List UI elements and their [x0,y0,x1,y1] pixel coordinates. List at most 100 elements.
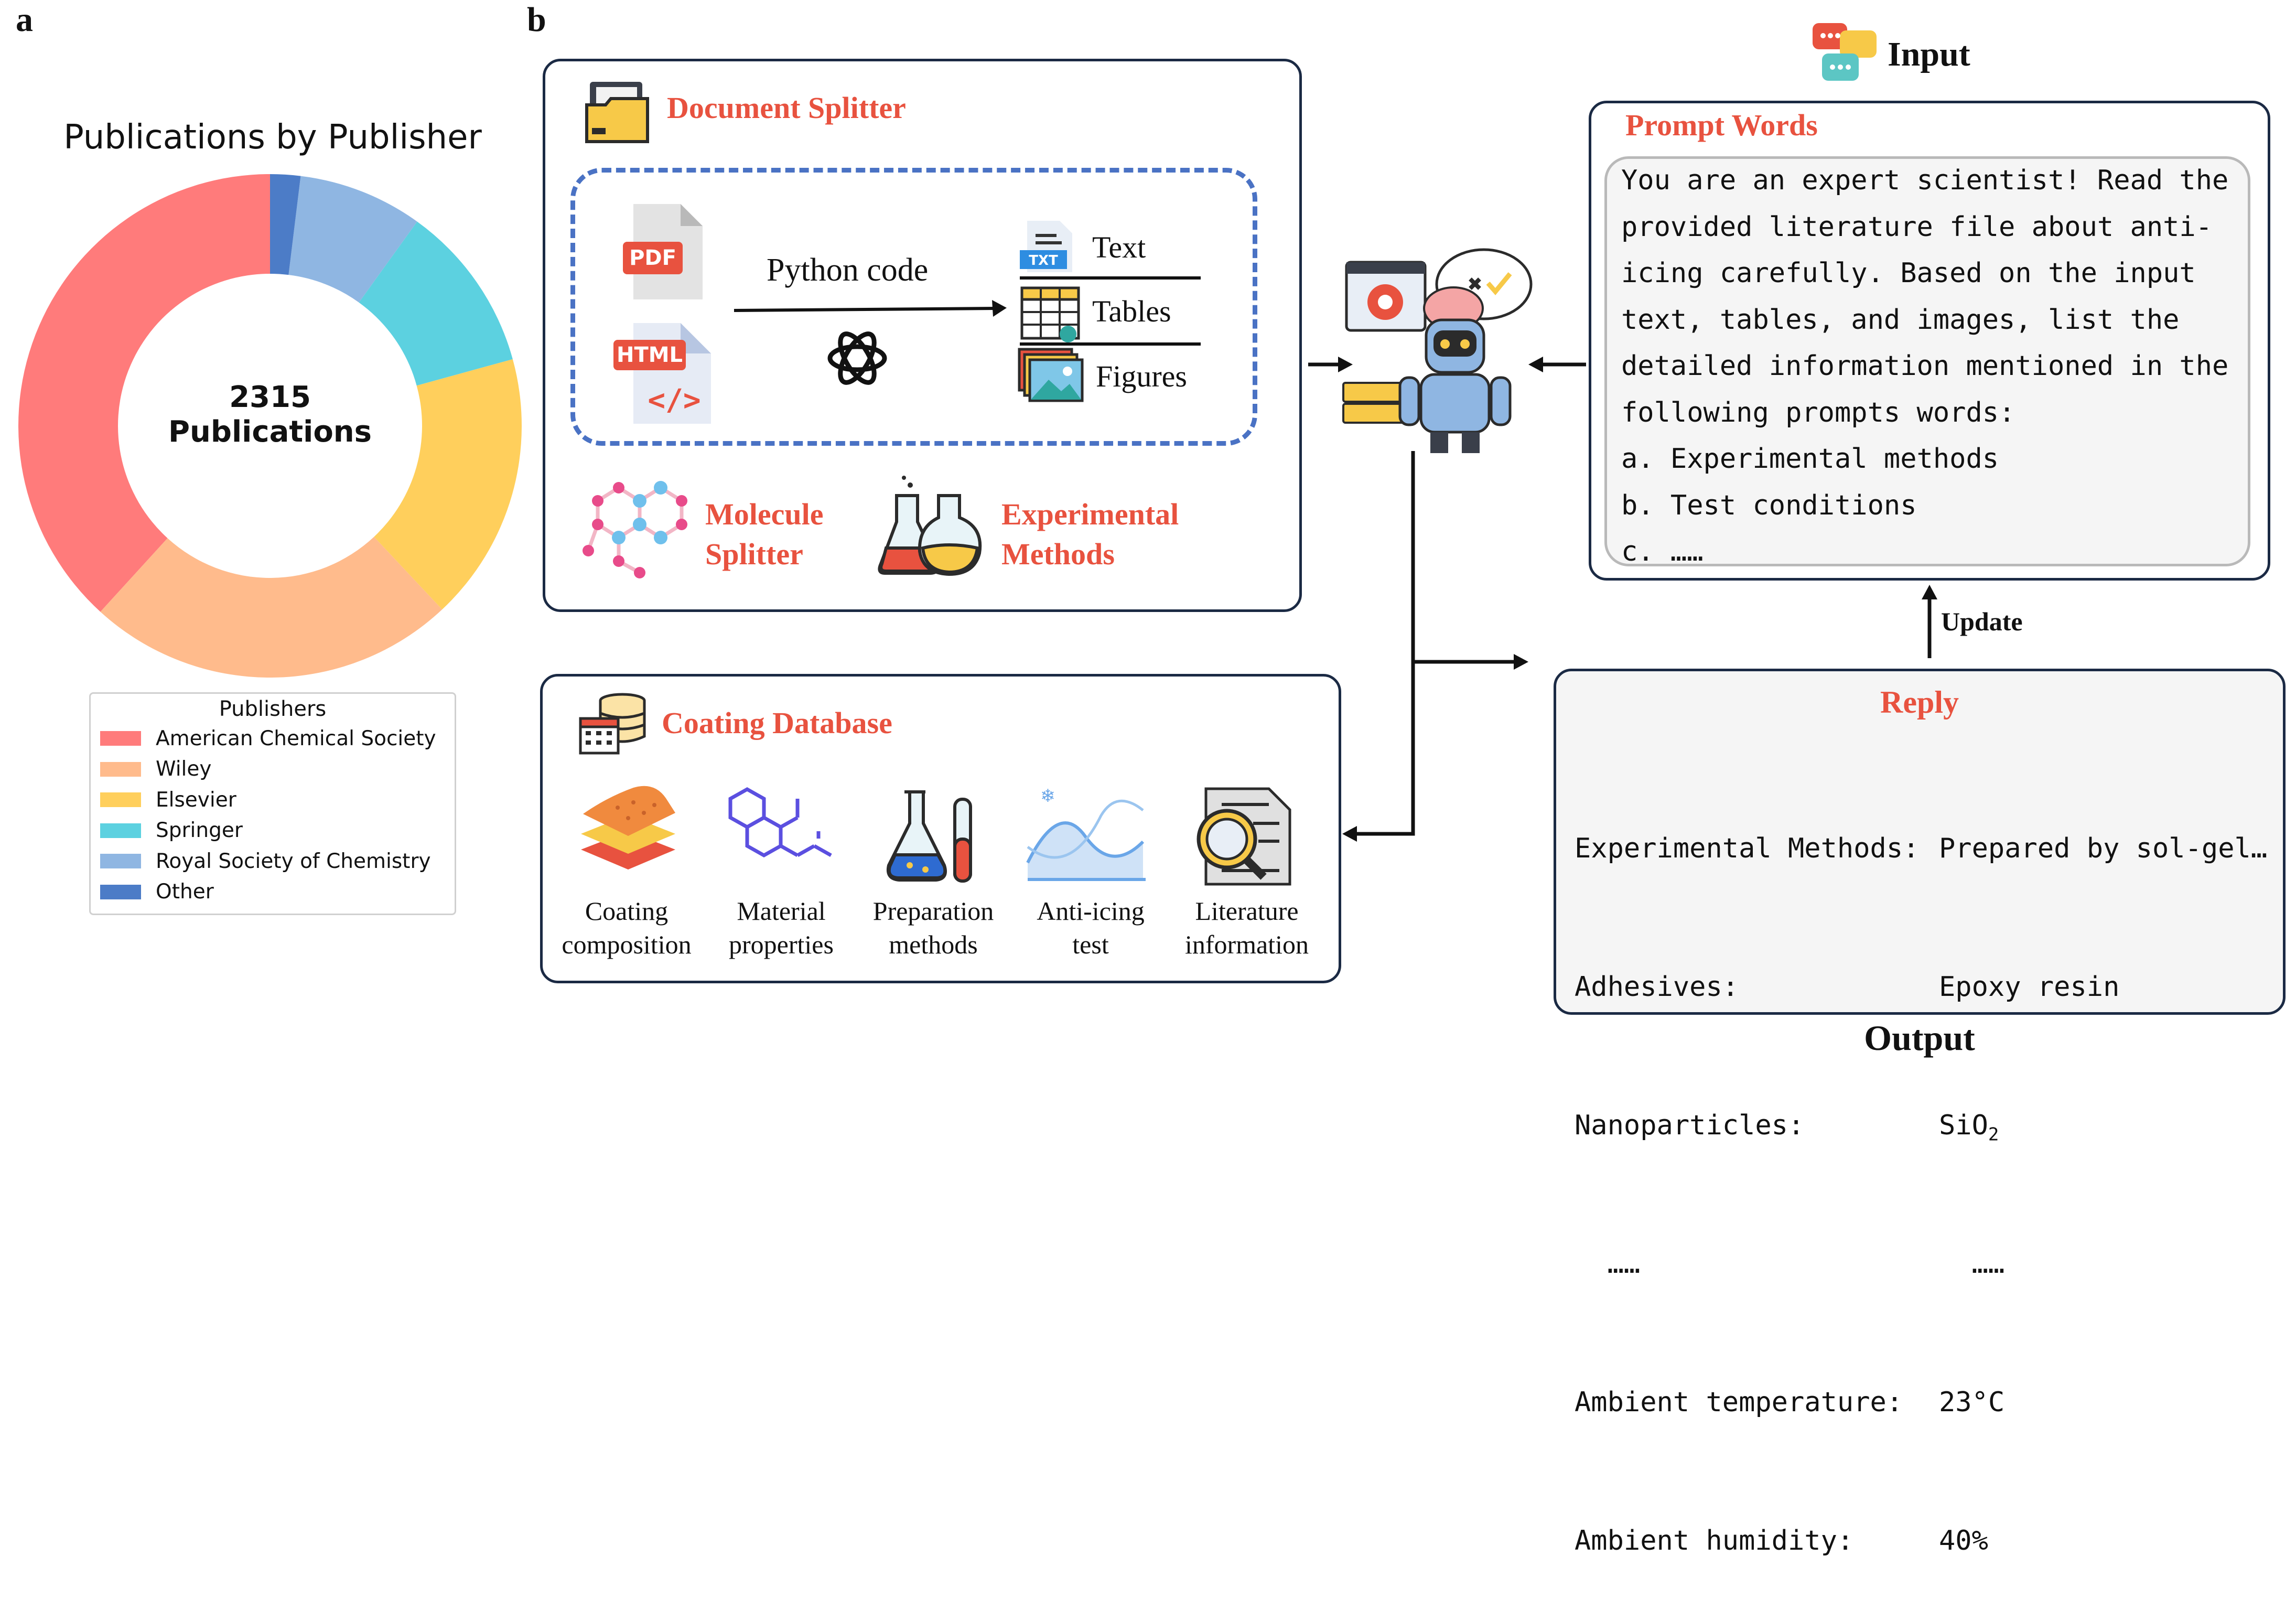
legend-swatch [100,792,141,808]
donut-slice-royal-society-of-chemistry [288,176,417,303]
db-item-0-line1: Coating [585,896,669,926]
reply-row: Ambient temperature:23°C [1575,1379,2277,1425]
legend-title: Publishers [219,697,327,721]
literature-magnifier-icon [1196,787,1291,886]
chart-title: Publications by Publisher [63,118,482,157]
reply-row: Experimental Methods: Prepared by sol-gel… [1575,825,2277,872]
chemical-structure-icon [728,787,832,858]
experimental-methods-line1: Experimental [1001,497,1179,531]
prompt-words-title: Prompt Words [1625,108,1818,142]
reply-row: Adhesives: Epoxy resin [1575,964,2277,1010]
legend-label: Wiley [156,757,212,781]
donut-chart [18,174,522,678]
molecule-splitter-line2: Splitter [705,537,803,571]
document-splitter-title: Document Splitter [667,91,906,125]
pdf-file-icon: PDF [623,204,703,299]
reply-key: Adhesives: [1575,971,1739,1003]
legend-item: Other [91,877,455,908]
panel-letter-b: b [527,1,546,39]
file-processing-dashed-box [570,168,1257,446]
folder-icon [585,82,649,143]
db-item-1-line1: Material [737,896,826,926]
donut-slice-springer [359,221,513,386]
txt-badge-text: TXT [1029,253,1058,269]
reply-row: Ambient humidity:40% [1575,1518,2277,1564]
reply-row: Nanoparticles:SiO2 [1575,1102,2277,1149]
output-tables-label: Tables [1092,294,1171,328]
reply-value: Epoxy resin [1939,971,2120,1003]
reply-value: Prepared by sol-gel… [1939,833,2268,864]
output-text-label: Text [1092,230,1146,264]
legend-item: Springer [91,815,455,846]
panel-letter-a: a [16,1,33,39]
db-item-literature-information: Literature information [1168,894,1325,961]
reply-key: Experimental Methods: [1575,833,1920,864]
output-label: Output [1864,1018,1975,1058]
flasks-icon [878,476,982,576]
db-item-1-line2: properties [729,930,834,959]
prompt-line: following prompts words: [1621,396,2015,428]
donut-slice-wiley [100,536,443,678]
legend-label: American Chemical Society [156,726,436,750]
python-arrow [734,300,1007,317]
lab-glassware-icon [887,790,972,883]
reply-row: …… …… [1575,1241,2277,1287]
prompt-line: c. …… [1621,536,1704,567]
legend-swatch [100,884,141,899]
reply-content: Experimental Methods: Prepared by sol-gel… [1575,733,2277,1610]
legend-label: Royal Society of Chemistry [156,849,431,873]
chat-bubbles-icon [1813,23,1877,81]
donut-center-label: 2315 Publications [113,380,427,449]
prompt-line: You are an expert scientist! Read the [1621,165,2229,196]
prompt-text-area [1604,156,2250,566]
coating-database-title: Coating Database [662,706,892,740]
db-item-material-properties: Material properties [703,894,860,961]
donut-slice-other [270,174,301,275]
image-gallery-icon [1018,348,1084,402]
db-item-4-line2: information [1184,930,1309,959]
database-calendar-icon [579,693,646,755]
html-code-glyph: </> [648,383,700,417]
flow-arrows [1308,357,1937,842]
donut-center-caption: Publications [168,415,372,449]
prompt-line: provided literature file about anti- [1621,211,2213,243]
prompt-line: detailed information mentioned in the [1621,350,2229,382]
legend-item: American Chemical Society [91,723,455,754]
db-item-3-line1: Anti-icing [1037,896,1145,926]
reply-value: …… [1939,1248,2005,1280]
prompt-line: a. Experimental methods [1621,443,1999,475]
legend-swatch [100,731,141,746]
reply-key: Ambient temperature: [1575,1387,1903,1418]
reply-subscript: 2 [1988,1124,1999,1145]
reply-box [1554,669,2286,1015]
icing-wave-chart-icon: ❄ [1026,786,1146,881]
divider-line-2 [1020,342,1201,346]
legend-swatch [100,761,141,777]
html-badge-text: HTML [617,343,683,367]
experimental-methods-label: Experimental Methods [1001,495,1179,574]
divider-line-1 [1020,276,1201,280]
prompt-line: b. Test conditions [1621,489,1917,521]
pdf-badge-text: PDF [629,246,676,270]
layers-icon [581,786,675,870]
reply-value: 40% [1939,1525,1988,1557]
svg-text:❄: ❄ [1040,786,1055,807]
input-label: Input [1888,35,1970,73]
molecule-splitter-label: Molecule Splitter [705,495,823,574]
legend-item: Royal Society of Chemistry [91,846,455,877]
txt-file-icon: TXT [1020,221,1072,272]
db-item-3-line2: test [1072,930,1109,959]
legend-label: Other [156,880,214,904]
experimental-methods-line2: Methods [1001,537,1115,571]
python-code-label: Python code [767,252,929,288]
db-item-2-line1: Preparation [872,896,994,926]
donut-slice-american-chemical-society [18,174,270,612]
donut-slice-elsevier [374,359,522,610]
db-item-2-line2: methods [889,930,978,959]
legend-item: Elsevier [91,785,455,815]
prompt-line: icing carefully. Based on the input [1621,257,2196,289]
db-item-coating-composition: Coating composition [548,894,705,961]
db-item-anti-icing-test: Anti-icing test [1012,894,1169,961]
reply-value: SiO [1939,1110,1988,1141]
prompt-line: text, tables, and images, list the [1621,304,2180,336]
